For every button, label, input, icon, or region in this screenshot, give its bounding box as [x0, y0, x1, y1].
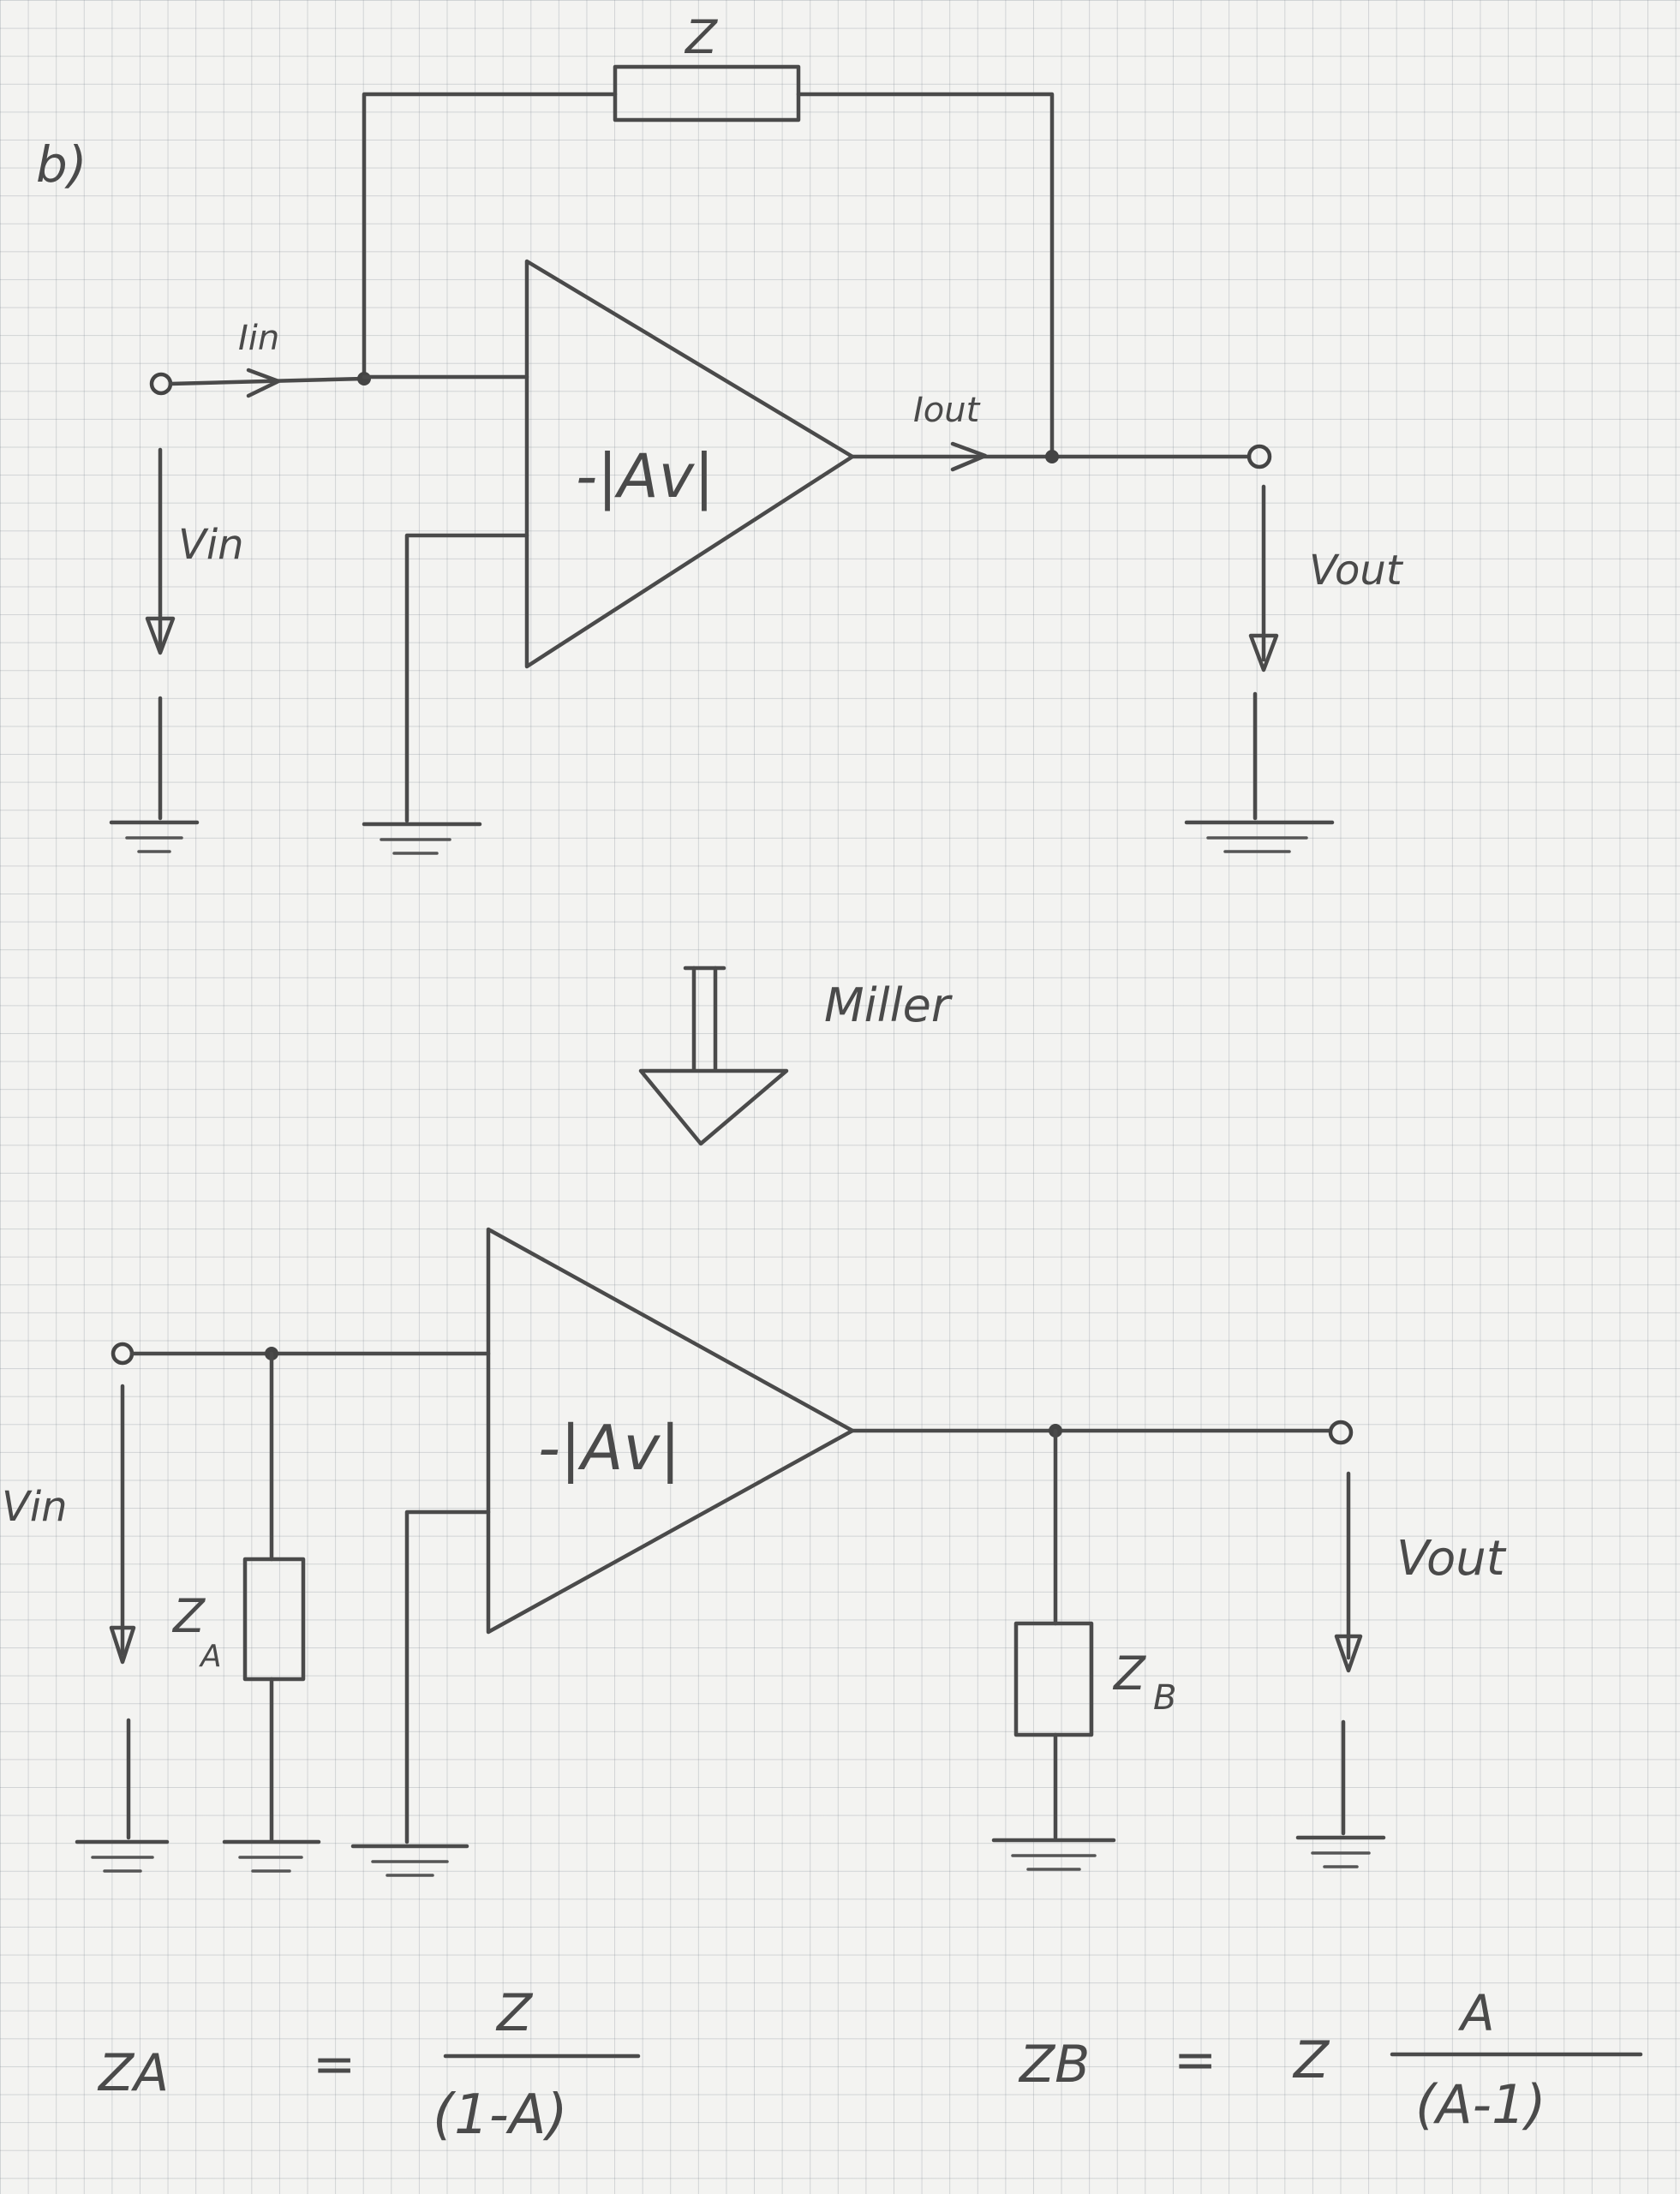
- input-current-label: Iin: [238, 319, 279, 358]
- noninv-input-wire: [404, 533, 529, 823]
- ground-symbol: [1184, 820, 1335, 853]
- vout-label: Vout: [1396, 1531, 1507, 1587]
- za-lhs: ZA: [97, 2043, 169, 2103]
- feedback-wire: [362, 92, 618, 380]
- vout-arrow-head: [1248, 633, 1279, 673]
- miller-label: Miller: [824, 978, 953, 1032]
- amplifier-gain: -|Av|: [538, 1412, 680, 1485]
- ground-symbol: [222, 1839, 321, 1873]
- input-wire: [168, 376, 367, 386]
- top-circuit: Z Iin -|Av| Iout Vin: [109, 10, 1404, 855]
- output-impedance-subscript: B: [1153, 1678, 1176, 1718]
- section-label: b): [36, 135, 87, 194]
- input-current-arrow: [246, 368, 281, 398]
- vout-arrow-head: [1334, 1634, 1363, 1673]
- zb-equals: =: [1174, 2030, 1217, 2090]
- feedback-impedance: [613, 64, 801, 123]
- output-current-label: Iout: [913, 391, 981, 430]
- bottom-circuit: Z A -|Av| Z B: [2, 1227, 1507, 1877]
- zb-factor: Z: [1292, 2030, 1330, 2090]
- amplifier-triangle: [486, 1227, 855, 1635]
- feedback-impedance-label: Z: [684, 10, 718, 64]
- vin-arrow-head: [145, 616, 176, 655]
- input-terminal: [149, 372, 173, 396]
- noninv-input-wire: [404, 1509, 491, 1844]
- output-node: [1045, 450, 1059, 463]
- ground-symbol: [1295, 1835, 1386, 1868]
- feedback-wire-right: [796, 92, 1055, 458]
- ground-symbol: [362, 822, 482, 855]
- vin-arrow-head: [109, 1625, 136, 1665]
- za-numerator: Z: [495, 1983, 534, 2043]
- ground-symbol: [109, 820, 200, 853]
- zb-lhs: ZB: [1018, 2035, 1090, 2095]
- input-terminal: [111, 1342, 135, 1366]
- ground-symbol: [350, 1844, 469, 1877]
- vin-label: Vin: [178, 521, 244, 569]
- miller-transform-arrow: [638, 965, 789, 1146]
- input-impedance-subscript: A: [199, 1639, 222, 1674]
- output-terminal: [1247, 444, 1272, 469]
- vin-label: Vin: [2, 1483, 68, 1531]
- output-terminal: [1328, 1420, 1354, 1445]
- input-impedance: [242, 1557, 306, 1682]
- amplifier-triangle: [524, 259, 855, 669]
- zb-numerator: A: [1457, 1984, 1495, 2042]
- za-equals: =: [313, 2035, 356, 2095]
- vout-label: Vout: [1309, 547, 1404, 595]
- equation-za: ZA = Z (1-A): [97, 1983, 641, 2147]
- za-denominator: (1-A): [433, 2083, 568, 2147]
- amplifier-gain: -|Av|: [576, 441, 714, 511]
- ground-symbol: [991, 1838, 1116, 1871]
- output-current-arrow: [950, 441, 988, 472]
- output-impedance-label: Z: [1112, 1647, 1146, 1701]
- equation-zb: ZB = Z A (A-1): [1018, 1984, 1643, 2136]
- input-impedance-label: Z: [171, 1589, 206, 1643]
- output-impedance: [1013, 1621, 1094, 1737]
- ground-symbol: [75, 1839, 170, 1873]
- zb-denominator: (A-1): [1415, 2073, 1546, 2136]
